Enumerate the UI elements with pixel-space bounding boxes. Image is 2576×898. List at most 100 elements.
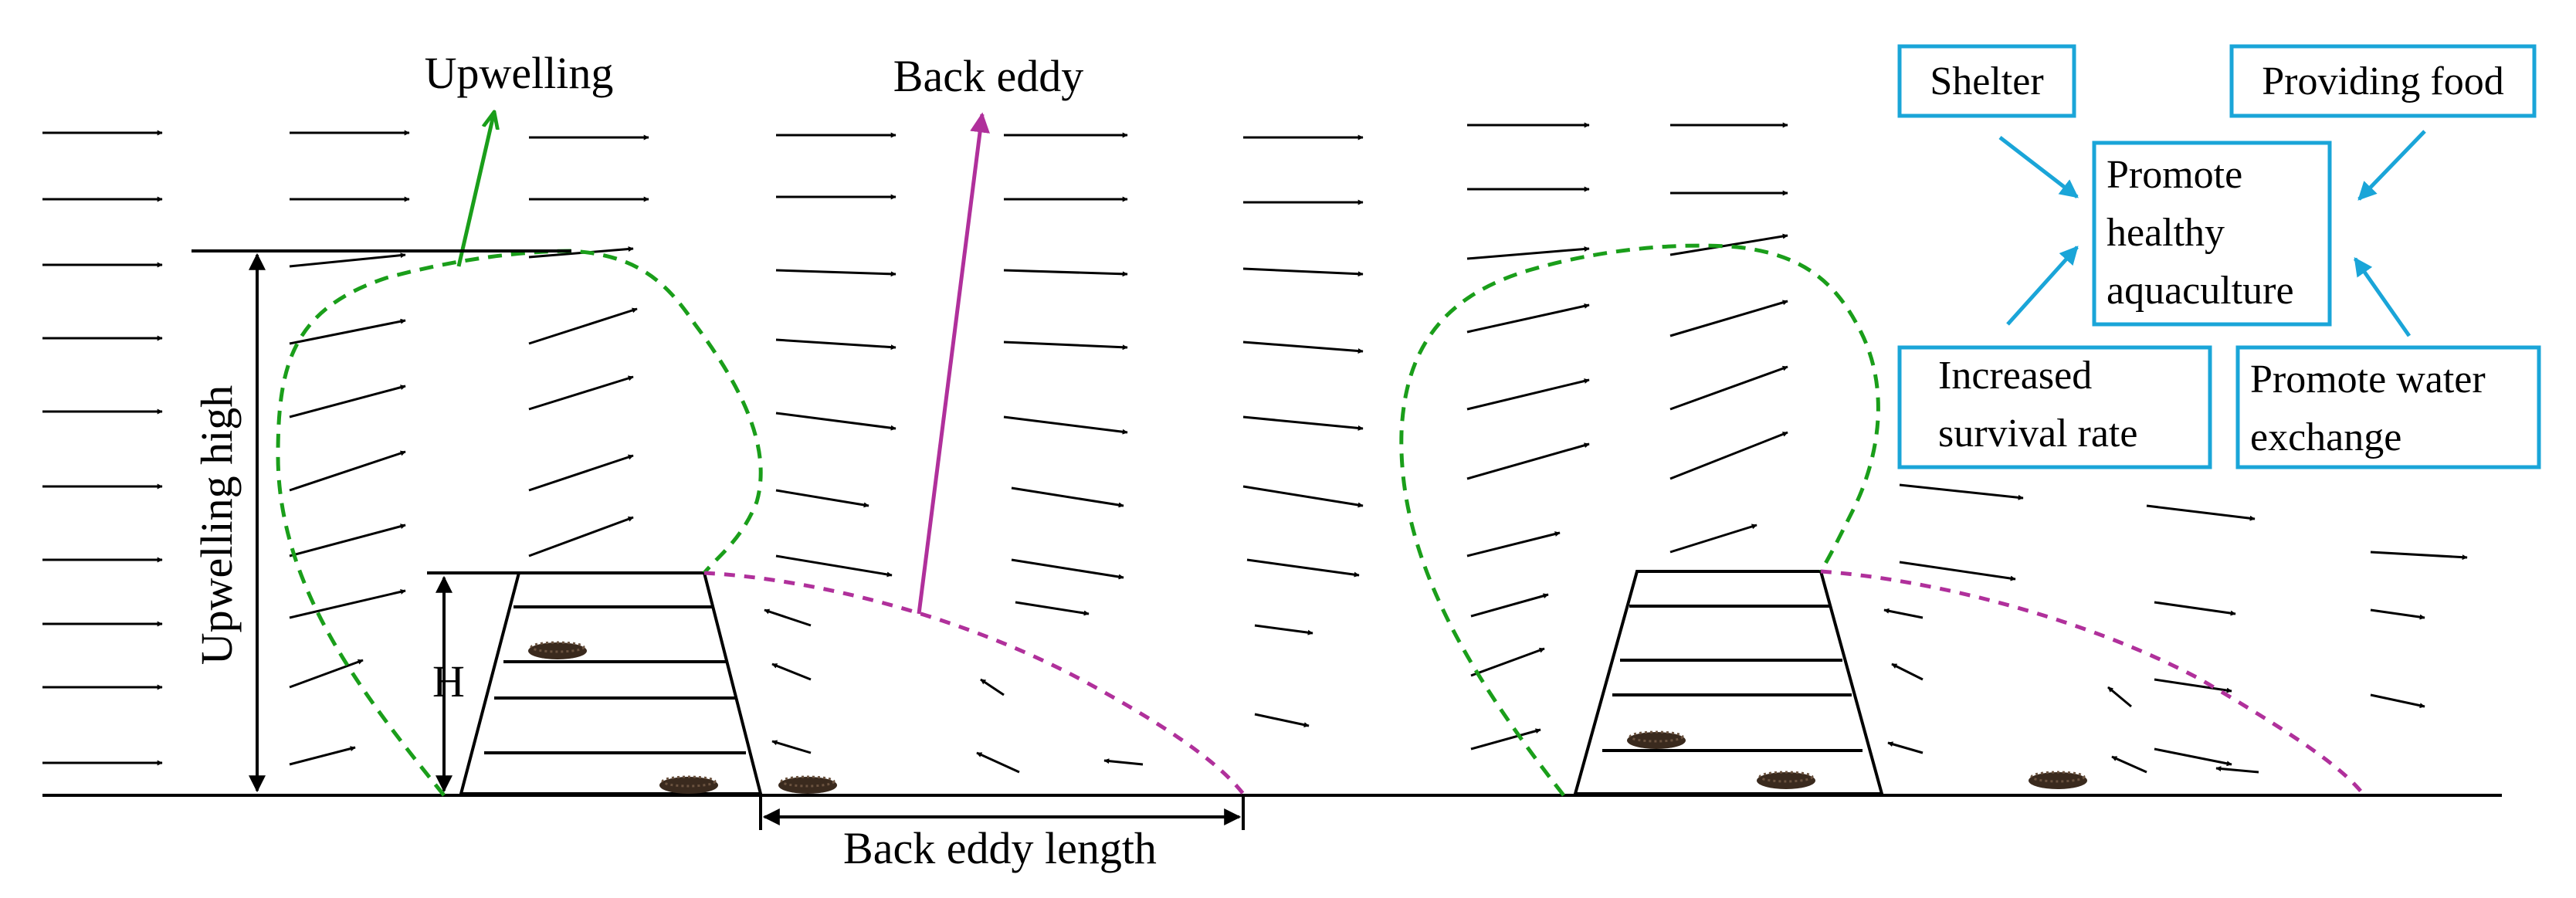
- sea-cucumber: [1627, 730, 1686, 749]
- flow-arrow: [980, 678, 1005, 696]
- flow-arrow: [289, 589, 406, 619]
- flow-arrow: [528, 307, 638, 345]
- sea-cucumber: [528, 641, 587, 659]
- flow-arrow: [1242, 415, 1364, 431]
- flow-arrow: [1466, 442, 1590, 480]
- upwelling-label: Upwelling: [425, 48, 614, 98]
- flow-arrow: [1466, 246, 1590, 260]
- flow-arrow: [2154, 601, 2236, 616]
- flow-arrow: [1470, 647, 1545, 677]
- water-line-2: exchange: [2250, 415, 2401, 459]
- flow-arrow: [1254, 713, 1310, 728]
- shelter-text: Shelter: [1930, 59, 2043, 103]
- flow-arrow: [764, 608, 812, 627]
- back-eddy-label: Back eddy: [893, 51, 1083, 101]
- survival-to-center-arrow: [2006, 246, 2079, 326]
- flow-arrow: [1887, 741, 1924, 754]
- flow-arrow: [1899, 561, 2016, 581]
- flow-arrow: [1466, 378, 1590, 411]
- flow-arrow: [976, 751, 1020, 774]
- flow-arrow: [1669, 300, 1788, 337]
- flow-arrow: [528, 516, 634, 557]
- flow-arrow: [775, 554, 893, 578]
- flow-arrow: [1669, 233, 1788, 256]
- flow-arrow: [289, 659, 364, 689]
- sea-cucumber: [2029, 771, 2087, 789]
- promote-line-2: healthy: [2107, 211, 2225, 255]
- flow-field: [42, 122, 2510, 774]
- flow-arrow: [775, 269, 897, 277]
- promote-water-exchange-box: [2235, 345, 2541, 469]
- flow-arrow: [1011, 486, 1124, 508]
- benefits-panel: Shelter Providing food Promote healthy a…: [1897, 44, 2541, 469]
- flow-arrow: [1466, 303, 1590, 334]
- exchange-to-center-arrow: [2353, 257, 2412, 337]
- shelter-box: [1897, 44, 2076, 118]
- flow-arrow: [2370, 608, 2425, 620]
- flow-arrow: [775, 489, 869, 508]
- flow-arrow: [2370, 693, 2425, 709]
- flow-arrow: [1254, 624, 1313, 635]
- flow-arrow: [289, 524, 406, 557]
- flow-arrow: [1470, 728, 1541, 751]
- flow-arrow: [1003, 269, 1128, 277]
- sea-cucumber: [659, 775, 718, 794]
- food-to-center-arrow: [2357, 130, 2426, 201]
- upwelling-region-left: [276, 249, 763, 797]
- increased-survival-rate-box: [1897, 345, 2212, 469]
- back-eddy-length-label: Back eddy length: [843, 823, 1157, 873]
- flow-arrow: [1883, 608, 1924, 619]
- flow-arrow: [1246, 558, 1360, 578]
- artificial-reef-right: [1573, 570, 1884, 795]
- flow-arrow: [2107, 686, 2132, 708]
- sea-cucumber: [1757, 771, 1815, 789]
- flow-arrow: [1899, 483, 2024, 500]
- artificial-reef-left: [459, 571, 763, 795]
- water-line-1: Promote water: [2250, 358, 2486, 402]
- upwelling-region-right: [1399, 243, 1880, 797]
- flow-arrow: [1242, 267, 1364, 277]
- flow-arrow: [289, 746, 356, 766]
- upwelling-arrow: [456, 112, 494, 267]
- flow-arrow: [528, 454, 634, 492]
- h-label: H: [432, 656, 465, 707]
- flow-arrow: [2146, 504, 2256, 521]
- flow-arrow: [1242, 341, 1364, 354]
- increased-line-2: survival rate: [1938, 412, 2137, 456]
- upwelling-high-label: Upwelling high: [192, 385, 242, 665]
- providing-food-text: Providing food: [2262, 59, 2503, 103]
- sea-cucumber-group: [528, 641, 2087, 794]
- flow-arrow: [1891, 662, 1924, 681]
- increased-line-1: Increased: [1938, 354, 2092, 398]
- back-eddy-region-right: [1820, 569, 2364, 795]
- flow-arrow: [1669, 431, 1788, 480]
- back-eddy-arrow: [917, 112, 990, 615]
- flow-arrow: [289, 252, 406, 268]
- shelter-to-center-arrow: [1998, 136, 2079, 198]
- flow-arrow: [1242, 485, 1364, 508]
- promote-line-1: Promote: [2107, 153, 2242, 197]
- flow-arrow: [289, 450, 406, 492]
- flow-arrow: [1470, 593, 1549, 618]
- flow-arrow: [2370, 551, 2468, 561]
- promote-healthy-aquaculture-box: [2092, 141, 2332, 327]
- flow-arrow: [775, 338, 897, 351]
- flow-arrow: [1003, 415, 1128, 435]
- flow-arrow: [528, 375, 634, 411]
- flow-arrow: [771, 662, 812, 681]
- flow-arrow: [1669, 524, 1757, 554]
- flow-arrow: [1003, 341, 1128, 351]
- flow-arrow: [289, 385, 406, 419]
- flow-arrow: [2215, 766, 2259, 774]
- flow-arrow: [1466, 531, 1561, 557]
- flow-arrow: [1015, 601, 1090, 616]
- flow-arrow: [1669, 365, 1788, 411]
- flow-arrow: [2154, 747, 2232, 767]
- promote-line-3: aquaculture: [2107, 269, 2294, 313]
- flow-arrow: [775, 412, 897, 431]
- flow-arrow: [1103, 758, 1144, 766]
- sea-cucumber: [778, 775, 837, 794]
- flow-arrow: [771, 740, 812, 754]
- flow-arrow: [289, 318, 406, 345]
